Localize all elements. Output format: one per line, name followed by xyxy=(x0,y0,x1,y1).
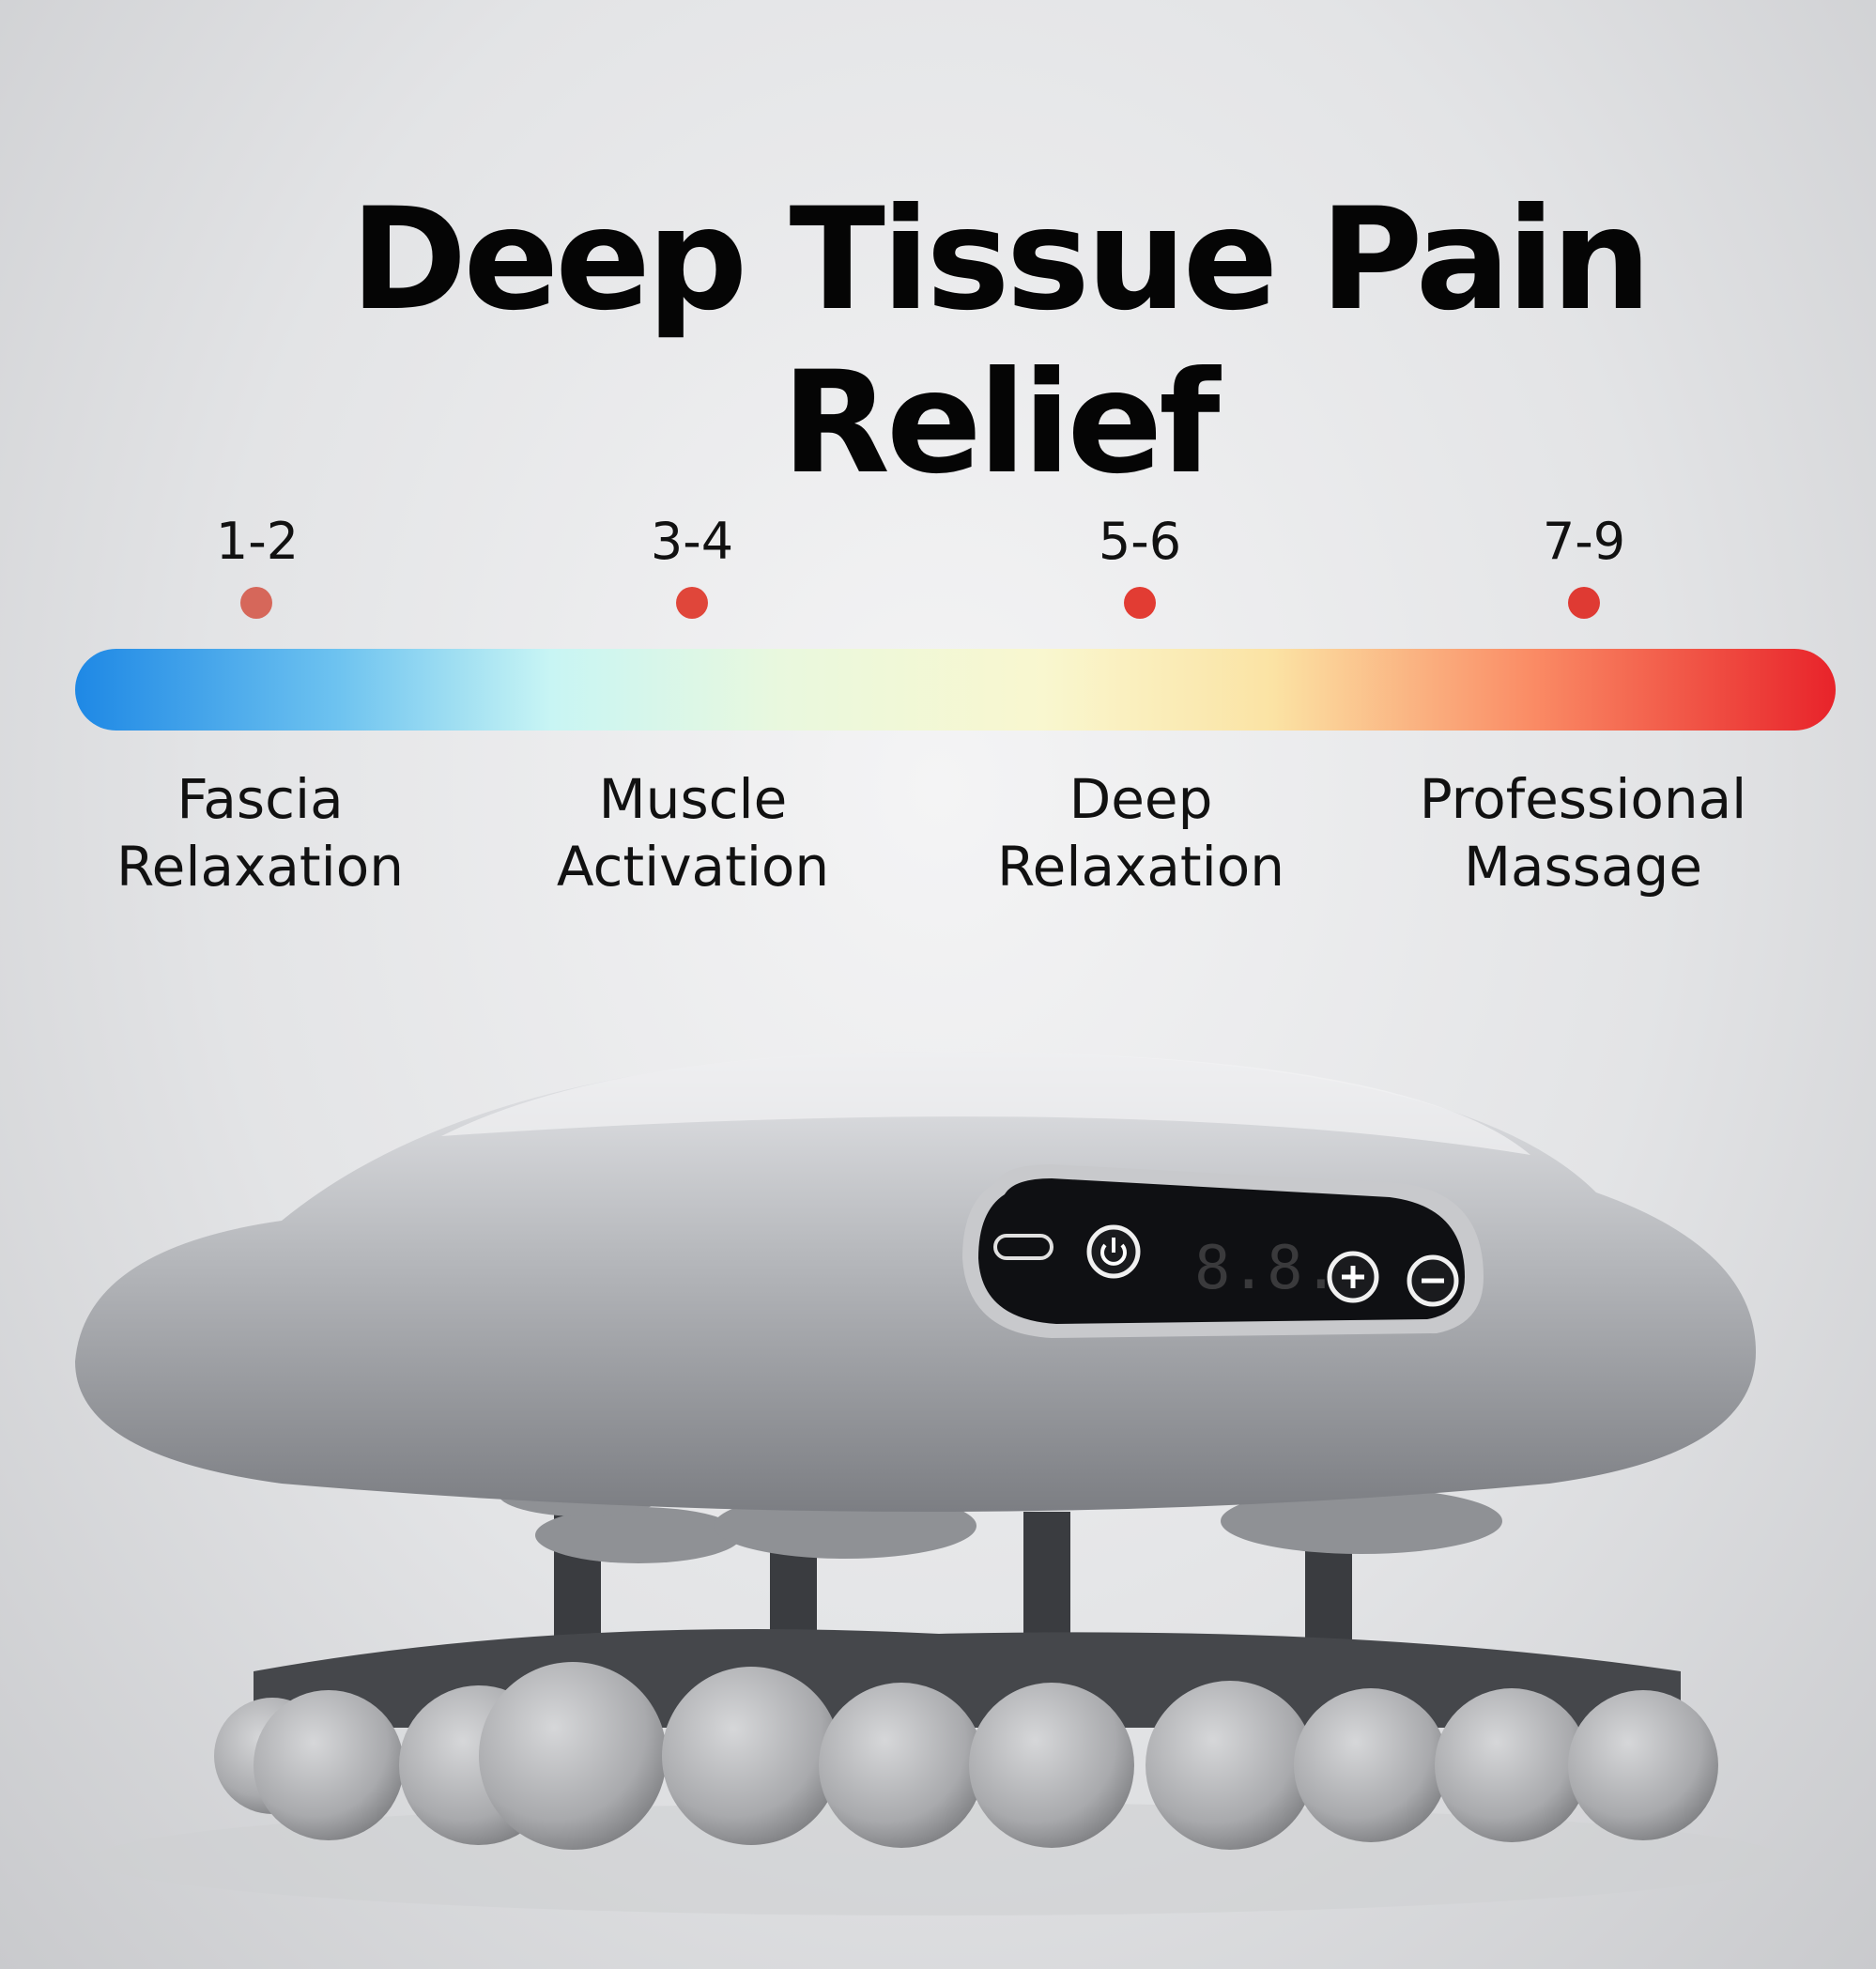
level-range-4: 7-9 xyxy=(1542,512,1626,571)
level-label-line2: Relaxation xyxy=(996,835,1284,899)
level-label-line2: Activation xyxy=(556,835,830,899)
control-panel: 8.8. xyxy=(962,1164,1484,1338)
level-dot-1 xyxy=(240,587,272,619)
page-title: Deep Tissue Pain Relief xyxy=(350,178,1652,505)
level-label-line2: Massage xyxy=(1463,835,1703,899)
level-dot-4 xyxy=(1568,587,1600,619)
massager-device-image: 8.8. xyxy=(75,1052,1784,1915)
usb-c-port-icon xyxy=(993,1234,1053,1260)
intensity-gradient-bar xyxy=(75,649,1836,731)
level-label-line1: Fascia xyxy=(177,767,344,831)
level-dot-3 xyxy=(1124,587,1156,619)
level-range-2: 3-4 xyxy=(650,512,734,571)
level-label-line1: Professional xyxy=(1419,767,1747,831)
level-label-line1: Deep xyxy=(1069,767,1213,831)
level-range-1: 1-2 xyxy=(215,512,300,571)
level-range-3: 5-6 xyxy=(1098,512,1182,571)
level-dot-2 xyxy=(676,587,708,619)
led-display: 8.8. xyxy=(1194,1234,1339,1303)
level-label-line1: Muscle xyxy=(598,767,788,831)
level-label-line2: Relaxation xyxy=(115,835,404,899)
